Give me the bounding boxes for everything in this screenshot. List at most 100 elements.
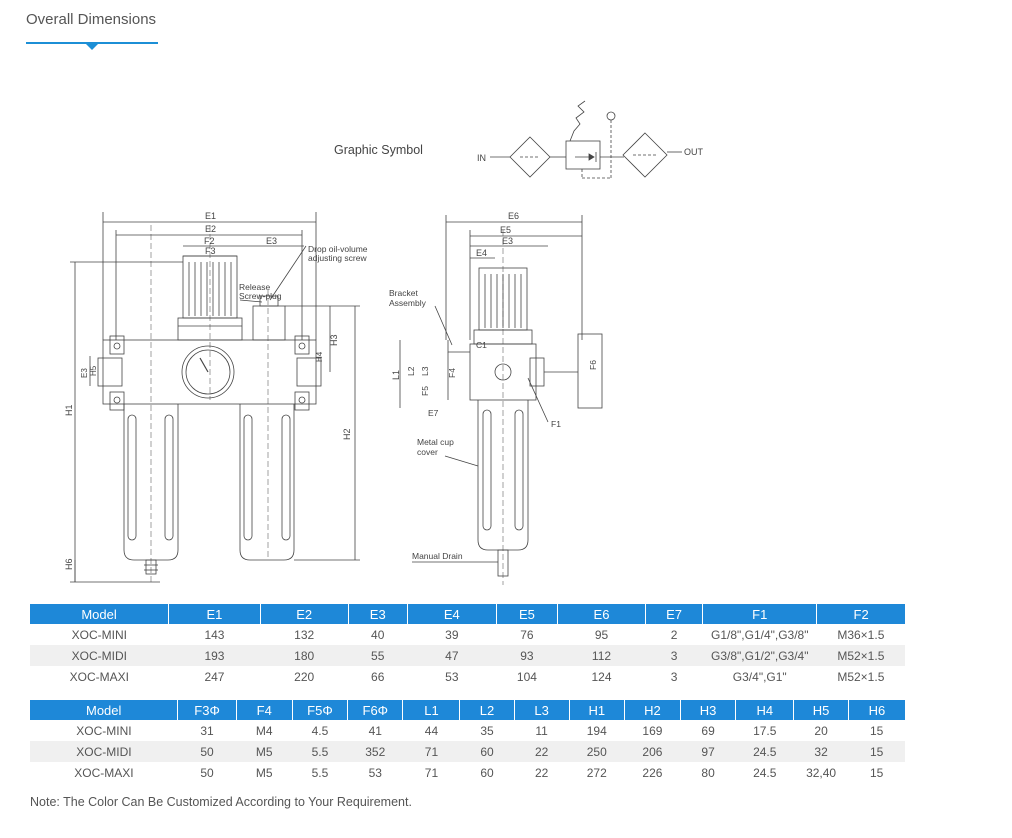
dim-e3-right: E3 — [502, 236, 513, 246]
table-cell: 31 — [200, 723, 214, 738]
column-header: L1 — [402, 700, 461, 720]
graphic-symbol-label: Graphic Symbol — [334, 143, 423, 157]
table-cell: 5.5 — [311, 765, 329, 780]
table-cell: M52×1.5 — [816, 645, 905, 666]
dim-f1: F1 — [551, 419, 561, 429]
column-header: L2 — [459, 700, 515, 720]
callout-metal-cup-2: cover — [417, 447, 438, 457]
table-cell: 352 — [347, 741, 403, 762]
table-cell: M4 — [255, 723, 273, 738]
table-cell: 24.5 — [753, 765, 777, 780]
dim-h6: H6 — [64, 558, 74, 570]
customization-note: Note: The Color Can Be Customized Accord… — [30, 795, 412, 809]
dim-e4: E4 — [476, 248, 487, 258]
table-cell: M5 — [255, 765, 273, 780]
table-cell: 50 — [200, 765, 214, 780]
table-cell: 180 — [260, 645, 348, 666]
table-cell: 80 — [701, 765, 715, 780]
table-cell: 2 — [670, 627, 678, 642]
dim-e7: E7 — [428, 408, 439, 418]
table-cell: 5.5 — [292, 741, 348, 762]
table-cell: G1/8",G1/4",G3/8" — [711, 627, 809, 642]
table-cell: 71 — [424, 765, 439, 780]
column-header: E4 — [407, 604, 497, 624]
dim-l2: L2 — [406, 366, 416, 376]
table-cell: 4.5 — [311, 723, 329, 738]
dim-c1: C1 — [476, 340, 487, 350]
column-header: H3 — [680, 700, 737, 720]
table-cell: 250 — [569, 741, 625, 762]
column-header: H6 — [848, 700, 905, 720]
table-cell: 104 — [516, 669, 537, 684]
table-cell: XOC-MAXI — [69, 669, 129, 684]
table-cell: 55 — [348, 645, 408, 666]
column-header: L3 — [514, 700, 570, 720]
table-cell: M36×1.5 — [837, 627, 885, 642]
column-header: E7 — [645, 604, 704, 624]
table-cell: 97 — [680, 741, 736, 762]
table-cell: 47 — [407, 645, 497, 666]
table-cell: 53 — [368, 765, 382, 780]
table-cell: 3 — [645, 645, 703, 666]
technical-drawing: Graphic Symbol IN OUT E1 E2 F2 — [64, 100, 704, 585]
side-view: E6 E5 E3 E4 L1 L2 L3 F5 F4 C1 E7 F6 F1 B… — [389, 211, 603, 585]
table-cell: 22 — [534, 765, 549, 780]
callout-drop-oil: Drop oil-volume — [308, 244, 368, 254]
callout-manual-drain: Manual Drain — [412, 551, 463, 561]
table-cell: 44 — [424, 723, 439, 738]
dim-f3: F3 — [205, 246, 216, 256]
column-header: F6Φ — [347, 700, 404, 720]
table-cell: XOC-MIDI — [30, 645, 169, 666]
table-cell: 247 — [204, 669, 225, 684]
table-cell: 32 — [793, 741, 849, 762]
table-cell: 112 — [557, 645, 646, 666]
table-cell: 53 — [445, 669, 459, 684]
dim-f6: F6 — [588, 360, 598, 370]
column-header: F4 — [236, 700, 293, 720]
section-title: Overall Dimensions — [26, 11, 157, 28]
dim-e6: E6 — [508, 211, 519, 221]
column-header: E6 — [557, 604, 646, 624]
table-cell: 15 — [869, 765, 884, 780]
table-cell: XOC-MINI — [76, 723, 132, 738]
table-cell: G3/4",G1" — [732, 669, 787, 684]
table-cell: 39 — [445, 627, 459, 642]
title-underline-arrow — [86, 44, 98, 50]
dim-e2: E2 — [205, 224, 216, 234]
column-header: H2 — [624, 700, 682, 720]
callout-bracket-2: Assembly — [389, 298, 427, 308]
dim-e3-side: E3 — [80, 368, 89, 378]
table-cell: 272 — [586, 765, 607, 780]
table-cell: 76 — [520, 627, 534, 642]
column-header: Model — [30, 700, 179, 720]
dim-f4: F4 — [447, 368, 457, 378]
dim-f2: F2 — [204, 236, 215, 246]
table-cell: 169 — [642, 723, 663, 738]
dim-e1: E1 — [205, 211, 216, 221]
column-header: E1 — [168, 604, 261, 624]
column-header: E2 — [260, 604, 349, 624]
table-cell: 15 — [848, 741, 905, 762]
table-cell: 206 — [624, 741, 681, 762]
symbol-out-label: OUT — [684, 147, 704, 157]
dim-h4: H4 — [315, 351, 324, 362]
dim-e3: E3 — [266, 236, 277, 246]
table-cell: 15 — [869, 723, 884, 738]
callout-drop-oil-2: adjusting screw — [308, 253, 367, 263]
column-header: Model — [30, 604, 170, 624]
table-cell: 226 — [642, 765, 663, 780]
dim-e5: E5 — [500, 225, 511, 235]
table-cell: 71 — [402, 741, 460, 762]
table-cell: 41 — [368, 723, 382, 738]
table-cell: 24.5 — [735, 741, 794, 762]
callout-release-2: Screw-plug — [239, 291, 282, 301]
callout-metal-cup: Metal cup — [417, 437, 454, 447]
column-header: F5Φ — [292, 700, 349, 720]
table-cell: 93 — [496, 645, 558, 666]
dim-l3: L3 — [420, 366, 430, 376]
